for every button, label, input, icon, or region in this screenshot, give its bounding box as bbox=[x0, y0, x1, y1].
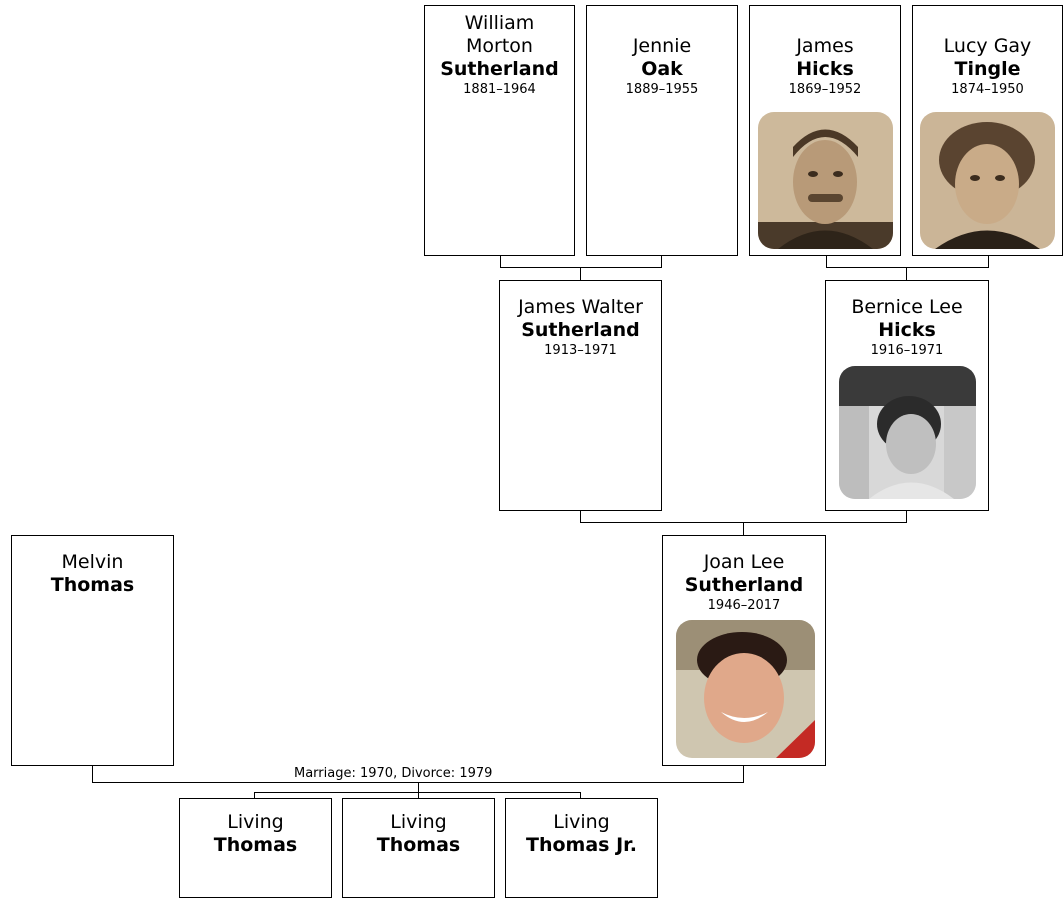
given-name: Melvin bbox=[61, 551, 124, 573]
life-dates: 1946–2017 bbox=[707, 598, 781, 613]
person-card-william-sutherland[interactable]: William Morton Sutherland 1881–1964 bbox=[424, 5, 575, 256]
person-card-lucy-tingle[interactable]: Lucy Gay Tingle 1874–1950 bbox=[912, 5, 1063, 256]
portrait-photo[interactable] bbox=[676, 620, 815, 758]
life-dates: 1874–1950 bbox=[951, 82, 1024, 97]
surname: Thomas bbox=[213, 834, 298, 856]
surname: Hicks bbox=[796, 58, 854, 80]
portrait-photo[interactable] bbox=[758, 112, 893, 249]
given-name: Bernice Lee bbox=[851, 296, 963, 318]
connector-line bbox=[500, 267, 662, 268]
given-name: James bbox=[796, 35, 854, 57]
person-card-living-thomas-2[interactable]: Living Thomas bbox=[342, 798, 495, 898]
connector-line bbox=[826, 255, 827, 267]
given-name: Living bbox=[227, 811, 284, 833]
given-name: Joan Lee bbox=[703, 551, 785, 573]
surname: Oak bbox=[641, 58, 683, 80]
connector-line bbox=[580, 792, 581, 799]
connector-line bbox=[906, 267, 907, 281]
surname: Sutherland bbox=[521, 319, 640, 341]
person-card-living-thomas-jr[interactable]: Living Thomas Jr. bbox=[505, 798, 658, 898]
connector-line bbox=[906, 510, 907, 522]
portrait-photo[interactable] bbox=[920, 112, 1055, 249]
given-name: Living bbox=[390, 811, 447, 833]
given-name: William Morton bbox=[464, 12, 535, 57]
connector-line bbox=[580, 510, 581, 522]
given-name: Lucy Gay bbox=[943, 35, 1032, 57]
connector-line bbox=[661, 255, 662, 267]
connector-line bbox=[743, 522, 744, 535]
connector-line bbox=[418, 792, 419, 799]
person-card-bernice-hicks[interactable]: Bernice Lee Hicks 1916–1971 bbox=[825, 280, 989, 511]
surname: Tingle bbox=[954, 58, 1021, 80]
surname: Thomas bbox=[50, 574, 135, 596]
connector-line bbox=[254, 792, 581, 793]
connector-line bbox=[743, 765, 744, 783]
connector-line bbox=[580, 267, 581, 281]
life-dates: 1889–1955 bbox=[625, 82, 699, 97]
surname: Hicks bbox=[878, 319, 936, 341]
surname: Sutherland bbox=[440, 58, 559, 80]
person-card-joan-sutherland[interactable]: Joan Lee Sutherland 1946–2017 bbox=[662, 535, 826, 766]
person-card-james-hicks[interactable]: James Hicks 1869–1952 bbox=[749, 5, 901, 256]
portrait-photo[interactable] bbox=[839, 366, 976, 499]
life-dates: 1916–1971 bbox=[870, 343, 944, 358]
given-name: James Walter bbox=[518, 296, 643, 318]
surname: Thomas bbox=[376, 834, 461, 856]
life-dates: 1881–1964 bbox=[463, 82, 536, 97]
life-dates: 1869–1952 bbox=[788, 82, 862, 97]
surname: Sutherland bbox=[684, 574, 804, 596]
connector-line bbox=[988, 255, 989, 267]
connector-line bbox=[92, 765, 93, 783]
given-name: Jennie bbox=[632, 35, 692, 57]
given-name: Living bbox=[553, 811, 610, 833]
person-card-living-thomas-1[interactable]: Living Thomas bbox=[179, 798, 332, 898]
connector-line bbox=[826, 267, 989, 268]
person-card-james-walter-sutherland[interactable]: James Walter Sutherland 1913–1971 bbox=[499, 280, 662, 511]
person-card-jennie-oak[interactable]: Jennie Oak 1889–1955 bbox=[586, 5, 738, 256]
person-card-melvin-thomas[interactable]: Melvin Thomas bbox=[11, 535, 174, 766]
marriage-label: Marriage: 1970, Divorce: 1979 bbox=[294, 766, 493, 781]
connector-line bbox=[254, 792, 255, 799]
life-dates: 1913–1971 bbox=[544, 343, 617, 358]
connector-line bbox=[500, 255, 501, 267]
surname: Thomas Jr. bbox=[525, 834, 638, 856]
connector-line bbox=[418, 782, 419, 793]
